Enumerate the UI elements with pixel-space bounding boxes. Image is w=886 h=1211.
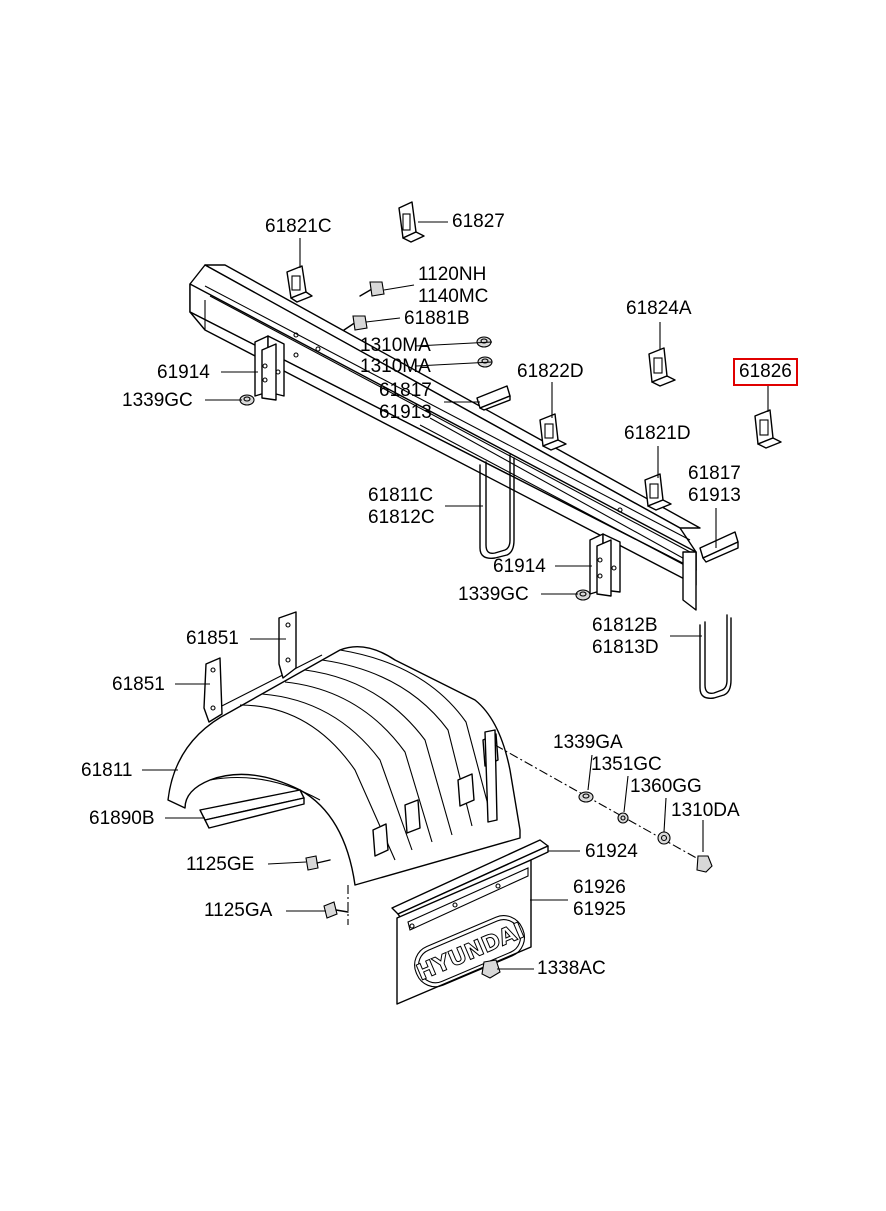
label-1125ge[interactable]: 1125GE [186,854,255,875]
clip-61821c-top [286,265,313,303]
label-1310ma-a[interactable]: 1310MA [360,335,431,356]
label-1310ma-b[interactable]: 1310MA [360,356,431,377]
nut-1310da [696,855,713,873]
label-1125ga[interactable]: 1125GA [204,900,273,921]
label-61913-b[interactable]: 61913 [688,485,741,506]
label-1339gc-left[interactable]: 1339GC [122,390,193,411]
u-bolt-61811c [479,454,515,559]
label-61826-highlighted[interactable]: 61826 [733,358,798,386]
nut-1339gc-left [239,394,255,406]
washer-1351gc [617,812,629,824]
label-1339gc-right[interactable]: 1339GC [458,584,529,605]
label-1360gg[interactable]: 1360GG [630,776,702,797]
label-1140mc[interactable]: 1140MC [418,286,489,307]
bolt-1125ga [323,885,349,925]
label-61913-a[interactable]: 61913 [379,402,432,423]
bracket-upright [484,729,498,823]
bolt-61881b [343,315,368,331]
label-61811[interactable]: 61811 [81,760,133,781]
clip-61824a [648,347,676,387]
angle-61817-b [699,531,739,563]
hardware-chain [494,744,713,873]
clip-61827 [398,201,425,243]
clip-61826 [754,409,782,449]
bracket-61851-a [278,611,297,679]
label-61926[interactable]: 61926 [573,877,626,898]
mudflap-61926: HYUNDAI [396,859,532,1005]
leader-lines [142,221,769,970]
bracket-61914-right [589,533,621,597]
cross-member-rail [189,264,701,611]
bolt-1120nh [359,281,385,297]
u-bolt-61812b [699,614,732,699]
label-1310da[interactable]: 1310DA [671,800,740,821]
label-61925[interactable]: 61925 [573,899,626,920]
label-61811c[interactable]: 61811C [368,485,434,506]
bolt-1125ge [305,855,331,871]
label-61890b[interactable]: 61890B [89,808,155,829]
bracket-61851-b [203,657,223,723]
label-61821c-top[interactable]: 61821C [265,216,332,237]
label-61924[interactable]: 61924 [585,841,638,862]
label-1338ac[interactable]: 1338AC [537,958,606,979]
label-61851-a[interactable]: 61851 [186,628,239,649]
label-61827[interactable]: 61827 [452,211,505,232]
label-61822d[interactable]: 61822D [517,361,584,382]
stay-61890b [199,789,305,829]
label-61817-b[interactable]: 61817 [688,463,741,484]
label-61812c[interactable]: 61812C [368,507,435,528]
label-61812b[interactable]: 61812B [592,615,658,636]
label-1339ga[interactable]: 1339GA [553,732,623,753]
nut-1339gc-right [575,589,591,601]
clip-61821d [644,473,672,511]
label-1120nh[interactable]: 1120NH [418,264,487,285]
label-61914-left[interactable]: 61914 [157,362,210,383]
label-61851-b[interactable]: 61851 [112,674,165,695]
label-61813d[interactable]: 61813D [592,637,659,658]
label-61817-a[interactable]: 61817 [379,380,432,401]
label-61821d[interactable]: 61821D [624,423,691,444]
nut-1338ac [481,959,501,979]
label-1351gc[interactable]: 1351GC [591,754,662,775]
washer-1360gg [657,831,671,845]
nut-1339ga [578,791,594,803]
label-61914-right[interactable]: 61914 [493,556,546,577]
bracket-61914-left [254,335,285,401]
clip-61822d [539,413,567,451]
label-61824a[interactable]: 61824A [626,298,692,319]
angle-61817-a [476,385,511,411]
label-61881b[interactable]: 61881B [404,308,470,329]
